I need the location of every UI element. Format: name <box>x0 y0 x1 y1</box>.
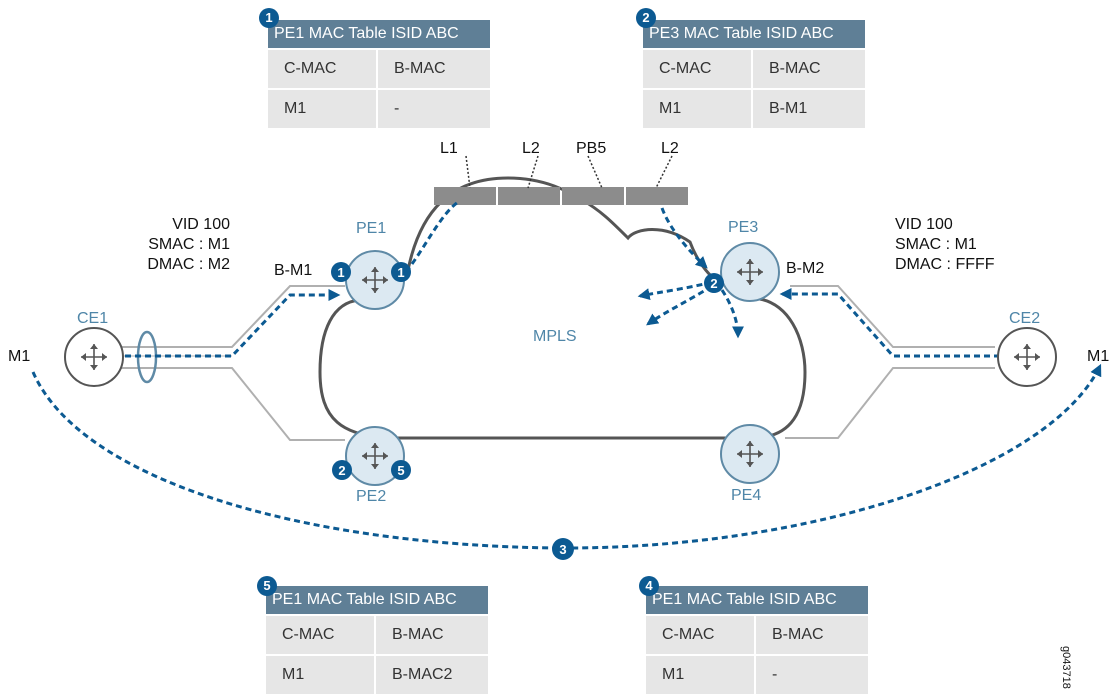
frame-header-bar <box>434 155 688 205</box>
frame-label-l1: L1 <box>440 140 458 157</box>
step-badge-pe1-left: 1 <box>331 262 351 282</box>
router-pe2 <box>345 426 405 486</box>
left-frame-dmac: DMAC : M2 <box>147 256 230 273</box>
router-pe3 <box>720 242 780 302</box>
col-header-cmac: C-MAC <box>266 616 374 654</box>
label-pe2: PE2 <box>356 488 387 505</box>
cell-cmac: M1 <box>268 90 376 128</box>
bmac-label-pe3: B-M2 <box>786 260 825 277</box>
svg-text:2: 2 <box>338 463 345 478</box>
host-label-right: M1 <box>1087 348 1110 365</box>
figure-id: g043718 <box>1060 646 1072 689</box>
cell-cmac: M1 <box>646 656 754 694</box>
router-ce2 <box>997 327 1057 387</box>
frame-label-l2: L2 <box>522 140 540 157</box>
col-header-cmac: C-MAC <box>268 50 376 88</box>
col-header-bmac: B-MAC <box>753 50 865 88</box>
mac-table-header: PE1 MAC Table ISID ABC <box>268 20 490 48</box>
host-label-left: M1 <box>8 348 31 365</box>
right-frame-vid: VID 100 <box>895 216 953 233</box>
cell-bmac: B-MAC2 <box>376 656 488 694</box>
col-header-bmac: B-MAC <box>376 616 488 654</box>
ce1-pe2-link <box>120 367 345 441</box>
mac-table-header: PE1 MAC Table ISID ABC <box>646 586 868 614</box>
left-frame-vid: VID 100 <box>172 216 230 233</box>
svg-text:2: 2 <box>710 276 717 291</box>
svg-text:3: 3 <box>559 542 566 557</box>
cell-bmac: - <box>756 656 868 694</box>
router-pe4 <box>720 424 780 484</box>
col-header-cmac: C-MAC <box>646 616 754 654</box>
step-badge-pe3: 2 <box>704 273 724 293</box>
frame-label-l2-second: L2 <box>661 140 679 157</box>
svg-text:1: 1 <box>397 265 404 280</box>
cell-cmac: M1 <box>266 656 374 694</box>
label-pe3: PE3 <box>728 219 759 236</box>
table-badge-2: 2 <box>636 8 656 28</box>
ce2-pe3-link <box>790 285 995 348</box>
table-badge-4: 4 <box>639 576 659 596</box>
step-badge-pe1-right: 1 <box>391 262 411 282</box>
col-header-bmac: B-MAC <box>378 50 490 88</box>
bmac-label-pe1: B-M1 <box>274 262 313 279</box>
label-mpls: MPLS <box>533 328 577 345</box>
table-badge-1: 1 <box>259 8 279 28</box>
step-badge-pe2-right: 5 <box>391 460 411 480</box>
label-ce2: CE2 <box>1009 310 1041 327</box>
cell-bmac: - <box>378 90 490 128</box>
step-badge-pe2-left: 2 <box>332 460 352 480</box>
left-frame-smac: SMAC : M1 <box>148 236 230 253</box>
router-ce1 <box>64 327 124 387</box>
step-badge-flood: 3 <box>552 538 574 560</box>
svg-text:1: 1 <box>337 265 344 280</box>
frame-label-pb5: PB5 <box>576 140 607 157</box>
right-frame-dmac: DMAC : FFFF <box>895 256 995 273</box>
right-frame-smac: SMAC : M1 <box>895 236 977 253</box>
label-pe1: PE1 <box>356 220 387 237</box>
table-badge-5: 5 <box>257 576 277 596</box>
ce1-pe1-link-upper <box>120 285 345 348</box>
mac-table-header: PE3 MAC Table ISID ABC <box>643 20 865 48</box>
col-header-cmac: C-MAC <box>643 50 751 88</box>
svg-text:5: 5 <box>397 463 404 478</box>
label-pe4: PE4 <box>731 487 762 504</box>
ce2-pe4-link <box>785 367 995 439</box>
mac-table-header: PE1 MAC Table ISID ABC <box>266 586 488 614</box>
label-ce1: CE1 <box>77 310 109 327</box>
col-header-bmac: B-MAC <box>756 616 868 654</box>
cell-cmac: M1 <box>643 90 751 128</box>
cell-bmac: B-M1 <box>753 90 865 128</box>
